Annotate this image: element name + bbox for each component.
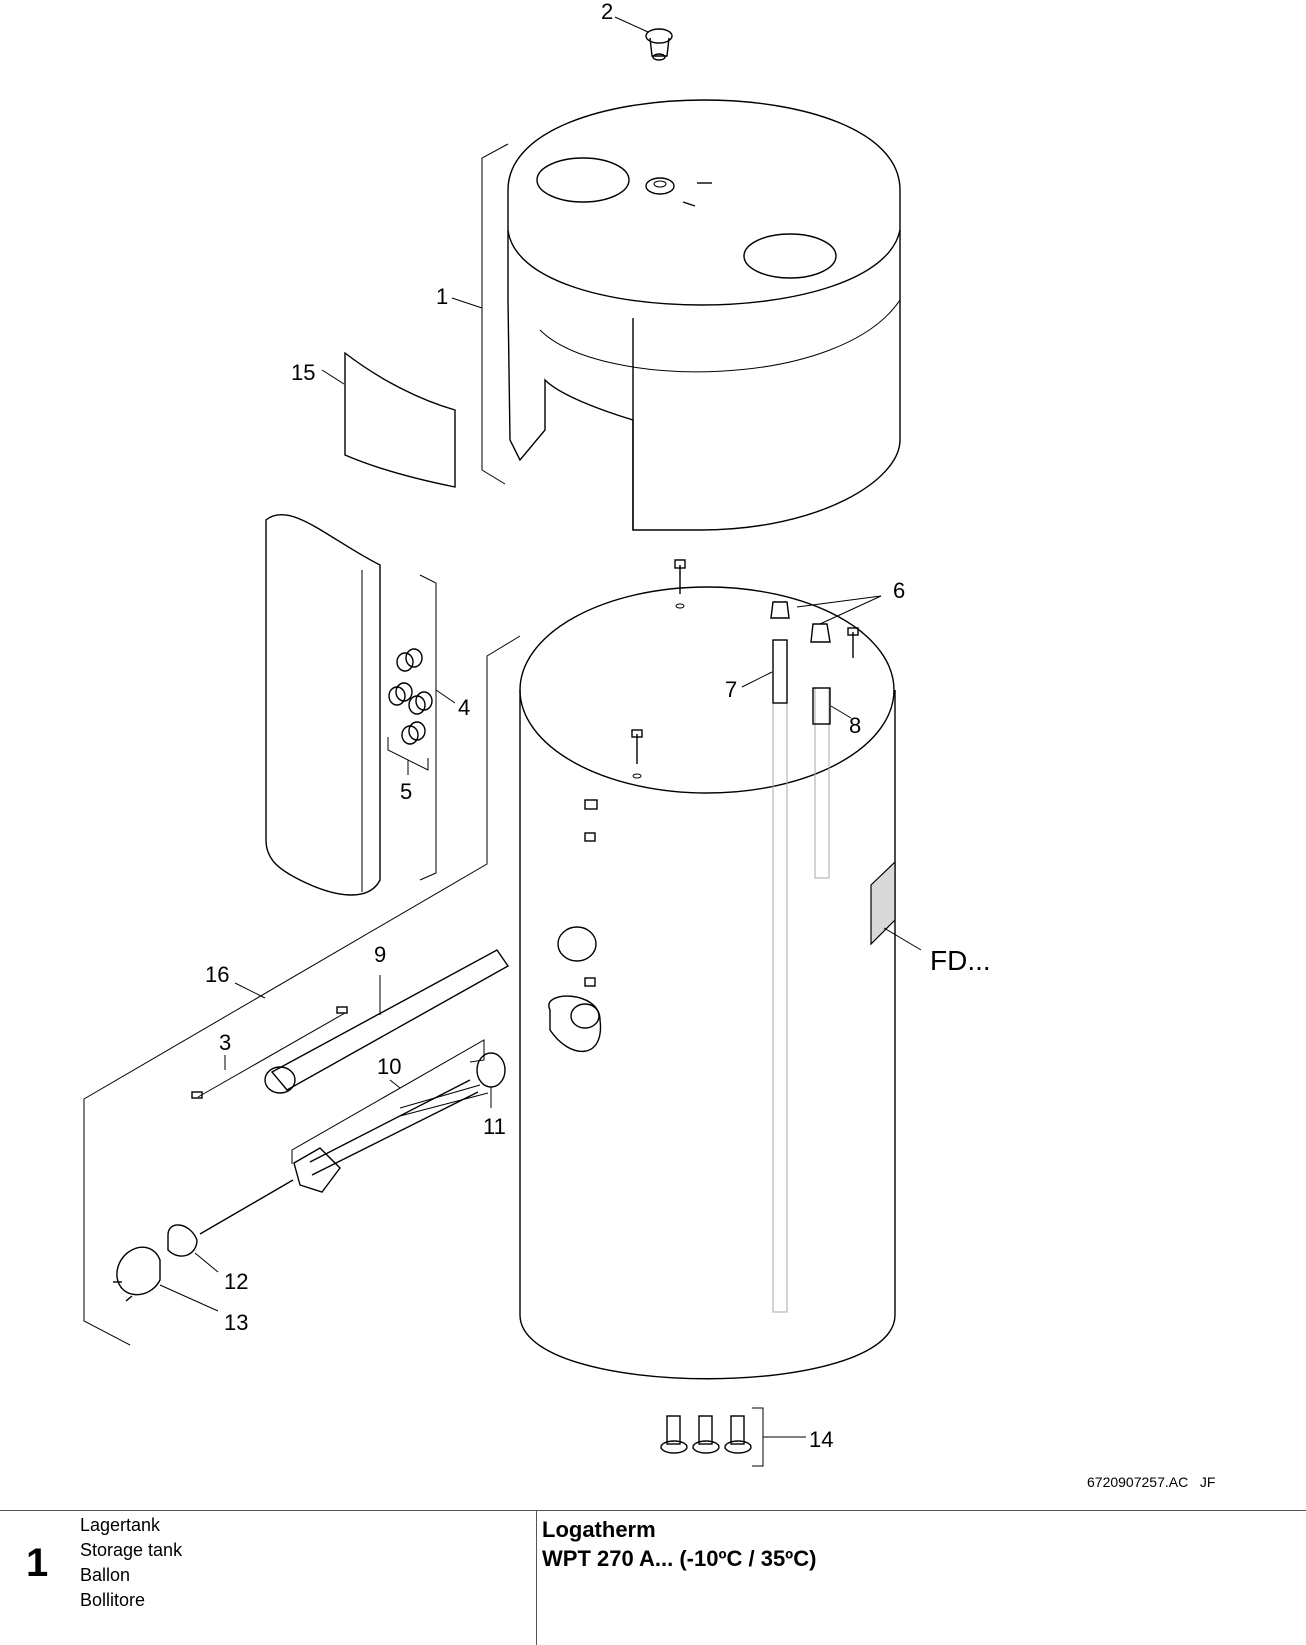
- callout-16: 16: [205, 962, 229, 987]
- callout-6: 6: [893, 578, 905, 603]
- callout-2: 2: [601, 0, 613, 24]
- title-block: 1 Lagertank Storage tank Ballon Bollitor…: [0, 1510, 1306, 1645]
- part-1-top-cover: [451, 99, 901, 531]
- part-name-fr: Ballon: [80, 1565, 131, 1585]
- page-number: 1: [26, 1541, 49, 1585]
- callout-15: 15: [291, 360, 315, 385]
- callout-9: 9: [374, 942, 386, 967]
- callout-7: 7: [725, 677, 737, 702]
- heating-parts: [113, 949, 510, 1312]
- callout-8: 8: [849, 713, 861, 738]
- callout-1: 1: [436, 284, 448, 309]
- storage-tank: [83, 586, 922, 1380]
- drawing-number: 6720907257.AC JF: [1087, 1474, 1215, 1490]
- part-2-cap: [614, 16, 673, 61]
- part-name-it: Bollitore: [80, 1590, 146, 1610]
- part-15-label: [321, 351, 456, 488]
- title-block-divider: [536, 1511, 537, 1645]
- callout-14: 14: [809, 1427, 833, 1452]
- plug-icons: [388, 648, 433, 745]
- callout-11: 11: [483, 1114, 506, 1139]
- product-line-2: WPT 270 A... (-10ºC / 35ºC): [542, 1546, 817, 1571]
- tank-fittings: [631, 559, 882, 779]
- part-name-de: Lagertank: [80, 1515, 161, 1535]
- callout-10: 10: [377, 1054, 401, 1079]
- side-panel: [265, 513, 456, 896]
- callout-13: 13: [224, 1310, 248, 1335]
- product-line-1: Logatherm: [542, 1517, 656, 1542]
- callout-5: 5: [400, 779, 412, 804]
- product-title: Logatherm WPT 270 A... (-10ºC / 35ºC): [542, 1515, 816, 1573]
- callout-fd: FD...: [930, 945, 991, 976]
- callout-12: 12: [224, 1269, 248, 1294]
- part-name-en: Storage tank: [80, 1540, 183, 1560]
- part-14-feet: [660, 1407, 806, 1467]
- part-names: Lagertank Storage tank Ballon Bollitore: [80, 1513, 182, 1613]
- callout-3: 3: [219, 1030, 231, 1055]
- callout-4: 4: [458, 695, 470, 720]
